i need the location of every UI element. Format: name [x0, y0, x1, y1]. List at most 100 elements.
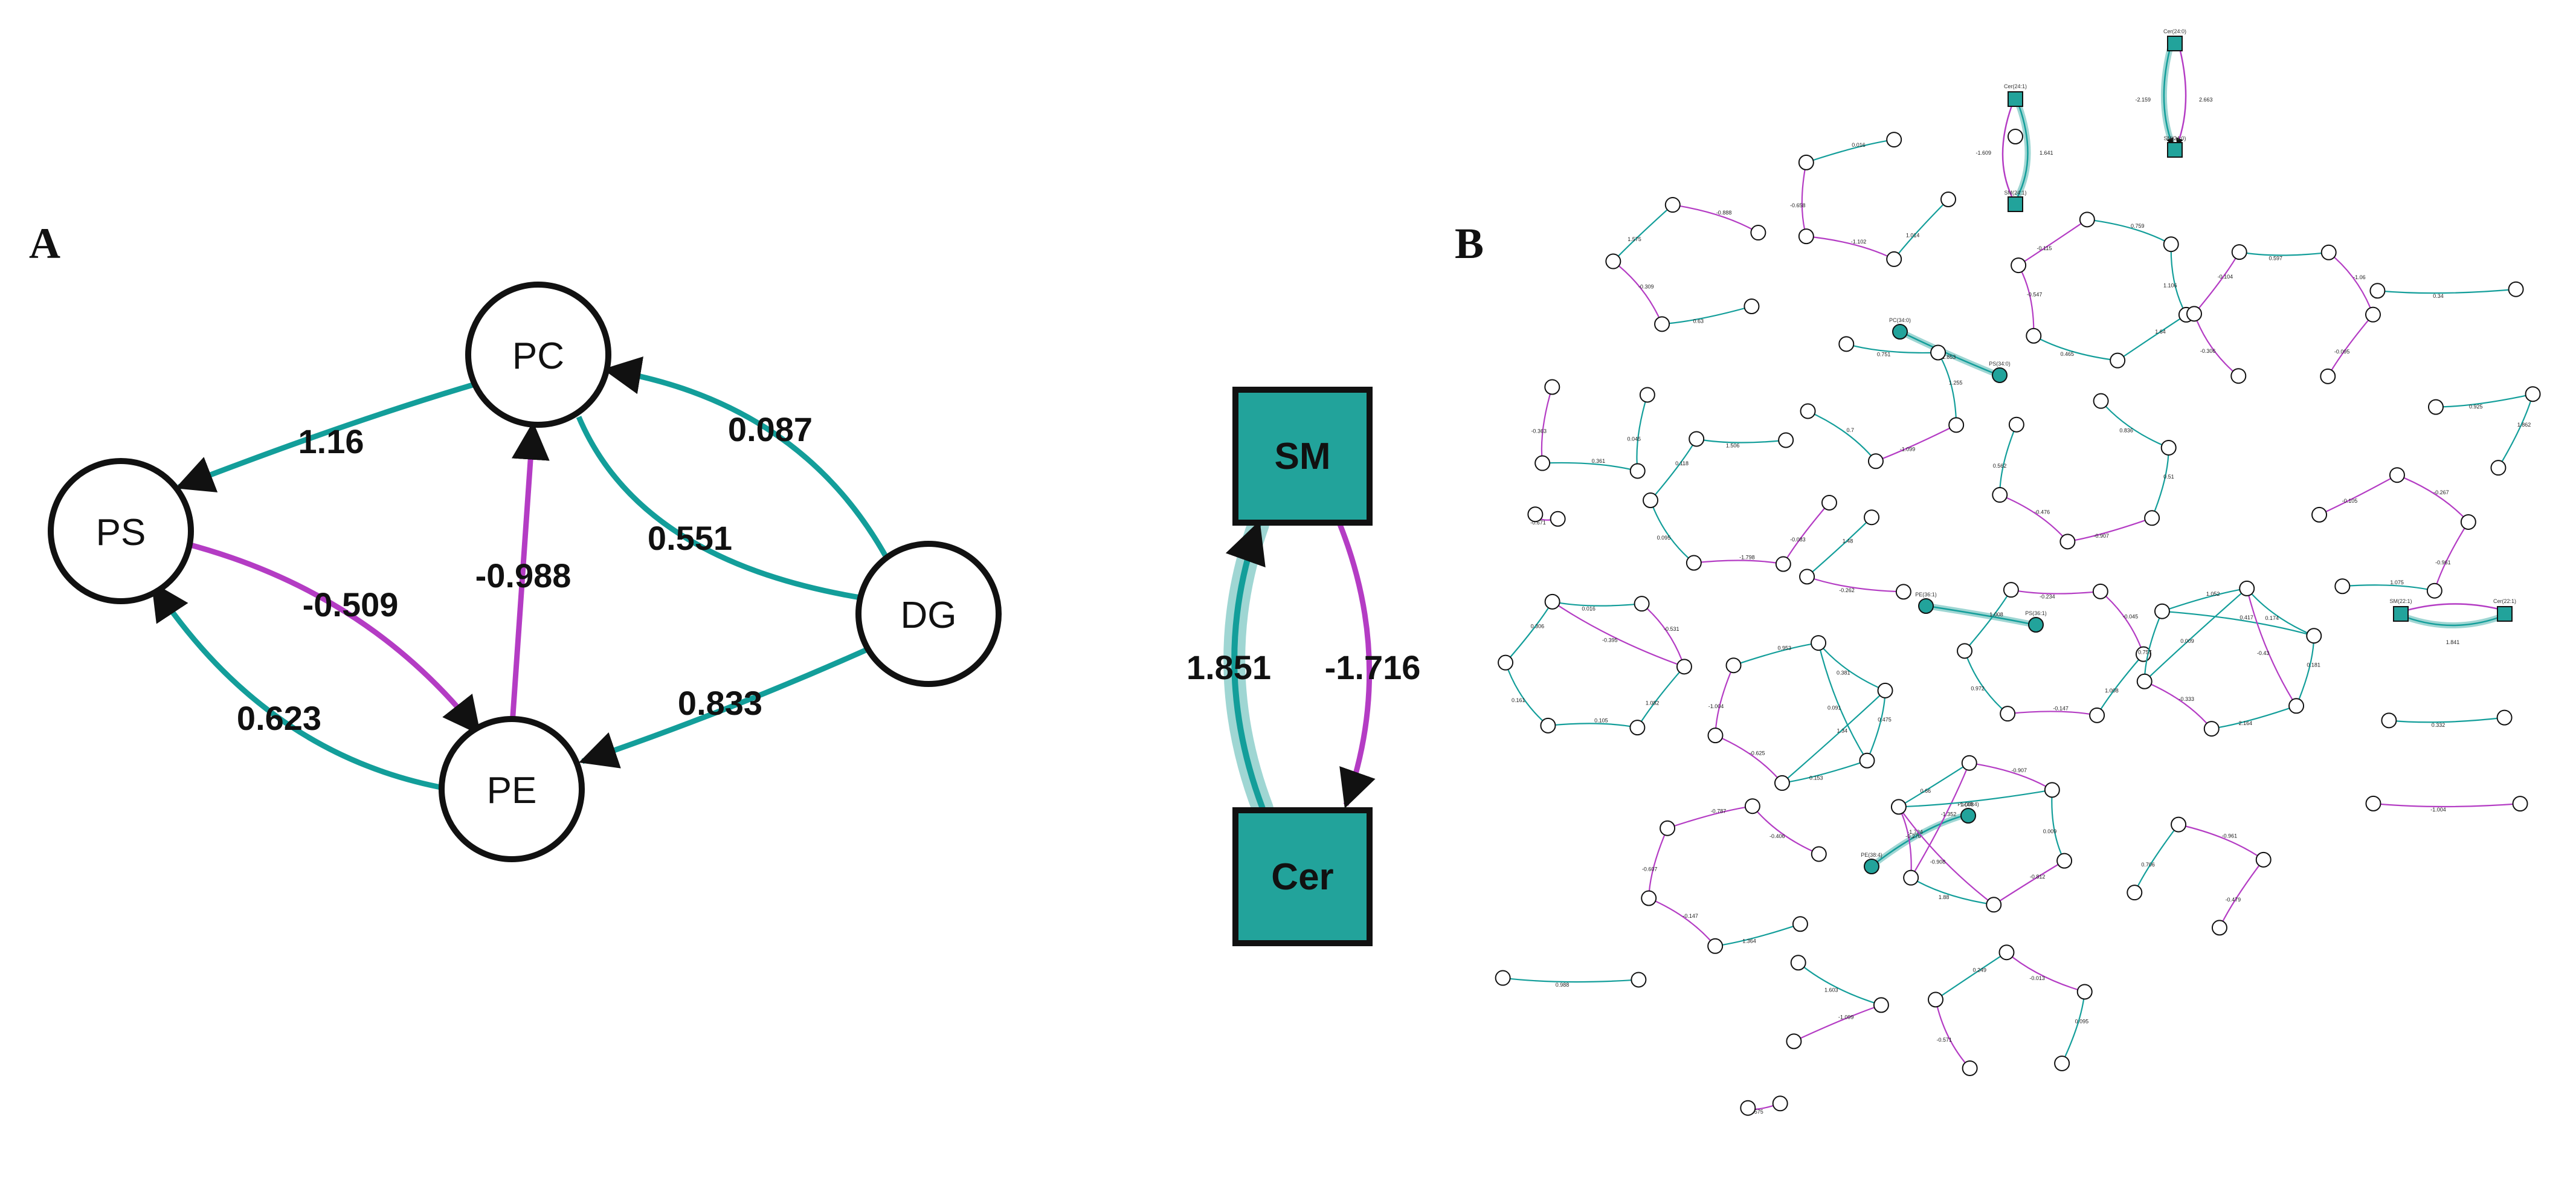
mini-edge [2067, 517, 2153, 544]
mini-edge-weight: 1.106 [2163, 283, 2177, 289]
mini-edge-weight: 1.075 [2390, 579, 2404, 585]
mini-node [2008, 416, 2024, 433]
mini-edge-weight: -1.798 [1739, 555, 1755, 561]
mini-edge [2377, 286, 2517, 294]
mini-node [2127, 885, 2143, 901]
mini-edge [2162, 586, 2248, 612]
weight-sm-cer: -1.716 [1325, 648, 1421, 686]
mini-node [1864, 509, 1880, 526]
hl-weight-5: 1.853 [1942, 354, 1956, 360]
mini-node [2079, 211, 2095, 228]
mini-node [1927, 992, 1943, 1008]
hl-label-pc34: PC(34:0) [1889, 317, 1911, 323]
mini-node [1550, 511, 1566, 527]
mini-edge [2143, 610, 2163, 682]
mini-node [2059, 534, 2076, 550]
hl-edge-6 [1927, 605, 2035, 626]
mini-edge [1650, 438, 1698, 501]
mini-edge-weight: 0.181 [2307, 662, 2320, 668]
mini-edge-weight: -0.333 [2178, 696, 2194, 702]
mini-node [1725, 657, 1742, 674]
mini-node [2171, 816, 2187, 833]
mini-node [1527, 506, 1544, 523]
mini-edge [2061, 992, 2085, 1064]
weight-dg-pc: 0.087 [728, 410, 813, 448]
mini-node [1775, 556, 1791, 572]
mini-edge [2246, 588, 2297, 707]
mini-node [1774, 775, 1790, 791]
hl-edge-3 [2001, 105, 2013, 197]
node-dg-label: DG [901, 595, 957, 636]
mini-edge [2342, 582, 2435, 592]
mini-edge [1648, 897, 1716, 947]
mini-edge [1552, 601, 1643, 608]
mini-node [1772, 1095, 1788, 1112]
mini-node [1786, 1033, 1802, 1050]
mini-edge [1715, 665, 1734, 736]
mini-node [2160, 439, 2177, 456]
mini-node [1660, 820, 1676, 836]
mini-node [2076, 984, 2093, 1000]
mini-node [1534, 455, 1551, 471]
mini-edge-weight: -0.105 [2342, 498, 2358, 504]
mini-node [1962, 1060, 1978, 1076]
mini-edge-weight: -0.234 [2040, 593, 2055, 599]
mini-edge [1693, 559, 1784, 566]
mini-node [1873, 997, 1889, 1013]
mini-node [1639, 387, 1655, 403]
mini-edge [1875, 424, 1957, 462]
mini-node [2144, 510, 2160, 526]
mini-node [1654, 316, 1670, 332]
mini-node [2369, 283, 2386, 299]
weight-cer-sm: 1.851 [1187, 648, 1271, 686]
edge-pc-ps [175, 381, 476, 492]
mini-edge-weight: -0.961 [2435, 560, 2451, 566]
hl-edge-2 [2176, 48, 2187, 146]
mini-edge [1782, 502, 1830, 565]
hl-label-pe38: PE(38:4) [1861, 852, 1882, 858]
mini-edge-weight: -0.306 [2200, 348, 2216, 354]
hl-node-ps34 [1992, 367, 2008, 383]
mini-node [1867, 453, 1884, 469]
mini-node [2288, 698, 2305, 714]
mini-node [1859, 752, 1875, 769]
mini-edge-weight: 0.174 [2265, 615, 2279, 621]
mini-edge-weight: 1.364 [1742, 938, 1756, 944]
mini-edge-weight: -0.013 [2029, 975, 2045, 981]
panel-b-network: Cer(24:0) SM(24:0) -2.159 2.663 Cer(24:1… [1495, 28, 2541, 1116]
hl-label-cer24-1: Cer(24:1) [2004, 83, 2027, 89]
node-ps-label: PS [96, 512, 146, 553]
mini-edge-weight: -0.395 [1602, 637, 1618, 643]
weight-ps-pe: -0.509 [303, 585, 399, 624]
mini-edge [2011, 589, 2101, 596]
node-dg [855, 541, 1002, 687]
mini-edge [1807, 410, 1876, 462]
mini-node [1903, 869, 1919, 886]
mini-edge-weight: 0.161 [1512, 697, 1525, 703]
mini-node [1605, 253, 1621, 269]
mini-node [1707, 938, 1724, 954]
mini-edge-weight: 1.48 [1843, 538, 1853, 544]
mini-node [2003, 582, 2019, 598]
mini-edge [2143, 588, 2248, 682]
mini-node [1740, 1100, 1756, 1116]
mini-node [1930, 344, 1946, 361]
mini-edge-weight: 0.759 [2131, 223, 2145, 229]
mini-node [1689, 431, 1705, 447]
weight-pc-dg: 0.551 [648, 519, 732, 557]
mini-node [2211, 920, 2227, 936]
mini-edge [1935, 952, 2008, 1001]
node-pc-label: PC [512, 335, 564, 377]
hl-node-sm22 [2393, 606, 2409, 622]
node-sm-label: SM [1275, 436, 1331, 477]
mini-edge-weight: 1.575 [1628, 236, 1641, 242]
hl-label-cer22: Cer(22:1) [2493, 598, 2516, 604]
mini-edge [1898, 806, 1994, 906]
mini-node [2490, 460, 2507, 476]
mini-edge [1910, 877, 1994, 906]
mini-node [2239, 580, 2255, 596]
mini-node [2311, 506, 2328, 523]
hl-label-sm24-1: SM(24:1) [2004, 190, 2026, 196]
edge-pc-dg [576, 416, 865, 601]
mini-node [2056, 853, 2073, 869]
